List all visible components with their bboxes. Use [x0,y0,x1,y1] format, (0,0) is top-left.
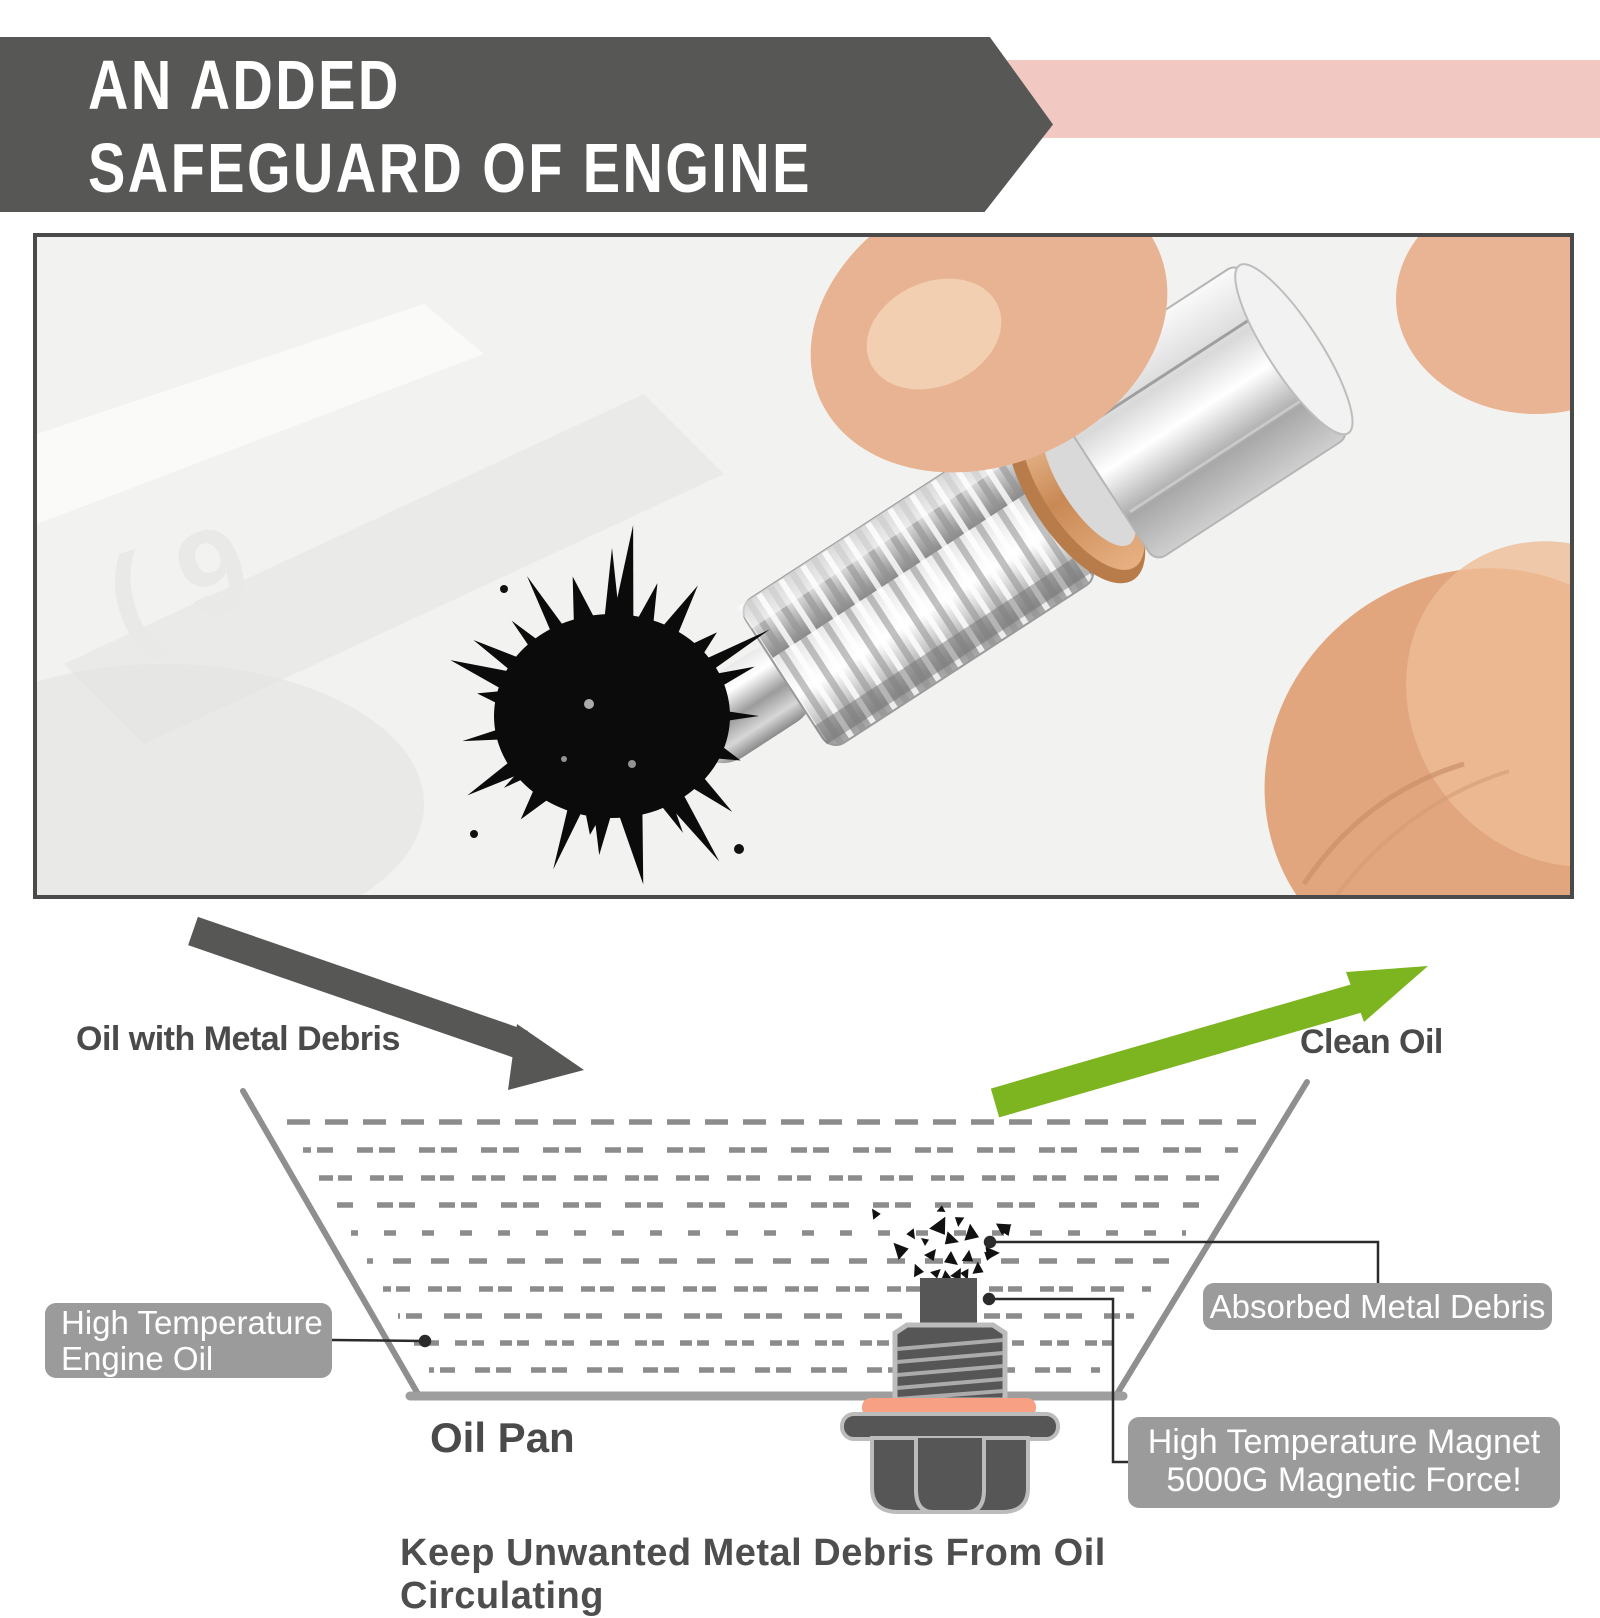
engine-oil-callout-line1: High Temperature [61,1304,323,1341]
header-banner [0,37,1053,212]
hand-fingers [810,237,1570,895]
finger-highlight [1406,541,1570,867]
plug-thread-stripes [896,1338,1004,1401]
knuckle-crease [1301,761,1465,886]
plug-thread-shade [814,551,1096,745]
plug-thread-highlight [737,432,1020,629]
absorbed-debris-callout: Absorbed Metal Debris [1203,1283,1552,1330]
thumb-nail [866,278,1002,390]
photo-streak [64,394,724,744]
hex-end-cap [1234,263,1354,436]
oil-pan-outline [240,1079,1310,1401]
photo-shadow [37,664,424,895]
photo-illustration: ( 9 [37,237,1570,895]
oil-dashes [287,1119,1256,1373]
magnet-callout-line1: High Temperature Magnet [1147,1423,1541,1461]
drain-plug-illustration [840,1278,1060,1514]
dirty-oil-arrow [188,916,584,1090]
magnet-callout-line2: 5000G Magnetic Force! [1166,1461,1522,1499]
iron-filings-cluster [450,525,770,885]
plug-flange [840,1412,1060,1441]
knuckle-crease [1334,769,1510,895]
engine-oil-callout: High Temperature Engine Oil [45,1303,332,1378]
photo-streak [37,304,484,524]
clean-oil-arrow [990,966,1428,1118]
page-title-line1: AN ADDED [88,46,401,124]
metal-debris-particles [872,1205,1012,1281]
bottom-caption: Keep Unwanted Metal Debris From Oil Circ… [400,1532,1106,1617]
oil-pan-label: Oil Pan [430,1414,575,1461]
header-pink-band [1004,60,1600,138]
page-title-line2: SAFEGUARD OF ENGINE [88,129,812,207]
oil-pan-diagram [188,916,1428,1514]
dirty-oil-label: Oil with Metal Debris [76,1020,400,1058]
magnet-callout: High Temperature Magnet 5000G Magnetic F… [1128,1417,1560,1508]
page-title: AN ADDED SAFEGUARD OF ENGINE [88,44,993,210]
plug-hex-facet [914,1438,986,1514]
fingertip [1396,237,1570,414]
leader-lines [331,1235,1380,1464]
hex-facet-line [1129,388,1319,514]
copper-washer-inner [1042,418,1136,547]
product-photo: ( 9 [33,233,1574,899]
engine-oil-callout-line2: Engine Oil [61,1340,214,1377]
clean-oil-label: Clean Oil [1300,1023,1443,1061]
